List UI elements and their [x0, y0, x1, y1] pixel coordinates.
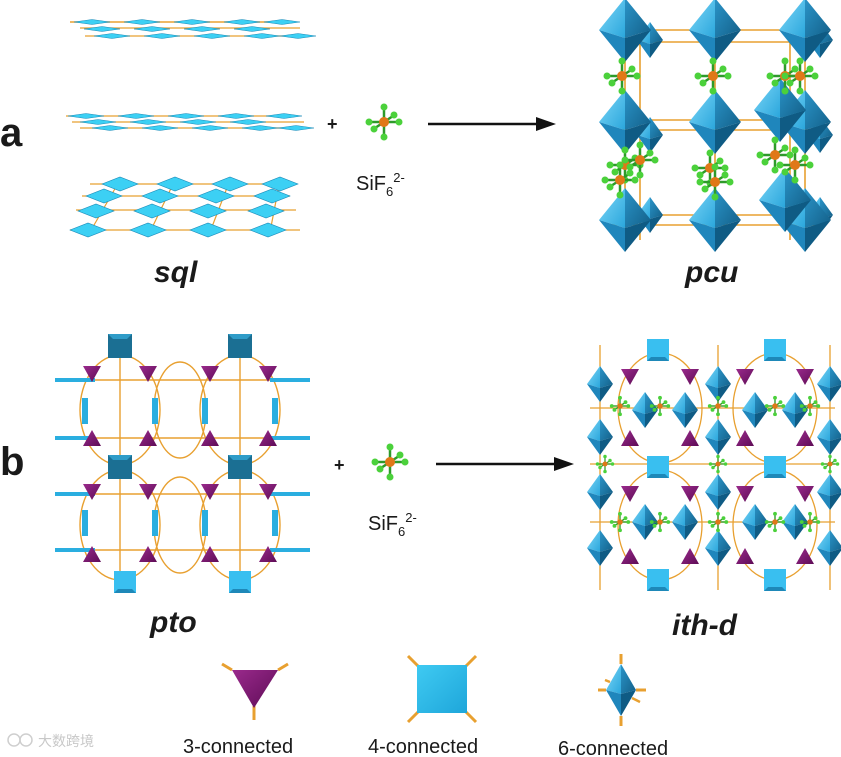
pcu-framework: [599, 0, 833, 252]
reaction-arrow-a: [428, 117, 556, 131]
legend-label-4-connected: 4-connected: [368, 736, 478, 757]
pcu-label: pcu: [684, 256, 738, 289]
panel-a: a: [0, 0, 833, 289]
legend-item-3-connected: 3-connected: [183, 664, 293, 757]
panel-label-a: a: [0, 111, 23, 155]
sif6-formula-a: SiF62-: [356, 170, 405, 199]
plus-sign-a: +: [327, 114, 338, 134]
legend-item-6-connected: 6-connected: [558, 654, 668, 757]
square-icon: [408, 656, 476, 722]
pto-label: pto: [149, 606, 197, 639]
ith-d-label: ith-d: [672, 609, 738, 642]
reaction-arrow-b: [436, 457, 574, 471]
plus-sign-b: +: [334, 455, 345, 475]
triangle-icon: [222, 664, 288, 720]
watermark: 大数跨境: [8, 734, 94, 750]
legend-label-3-connected: 3-connected: [183, 736, 293, 757]
sql-layer-middle: [66, 114, 314, 131]
sql-layer-bottom: [70, 177, 300, 237]
sif6-molecule-a: [366, 104, 403, 141]
sql-label: sql: [154, 256, 198, 289]
sql-layer-top: [70, 20, 316, 39]
sif6-formula-b: SiF62-: [368, 510, 417, 539]
watermark-logo-icon: [8, 734, 32, 746]
pto-framework: [55, 334, 310, 593]
ith-d-framework: [587, 339, 841, 591]
legend: 3-connected 4-connected: [183, 654, 668, 757]
sif6-molecule-b: [372, 444, 409, 481]
panel-label-b: b: [0, 440, 24, 484]
octahedron-icon: [598, 654, 646, 726]
legend-label-6-connected: 6-connected: [558, 738, 668, 757]
watermark-text: 大数跨境: [38, 734, 94, 750]
legend-item-4-connected: 4-connected: [368, 656, 478, 757]
panel-b: b: [0, 334, 841, 642]
